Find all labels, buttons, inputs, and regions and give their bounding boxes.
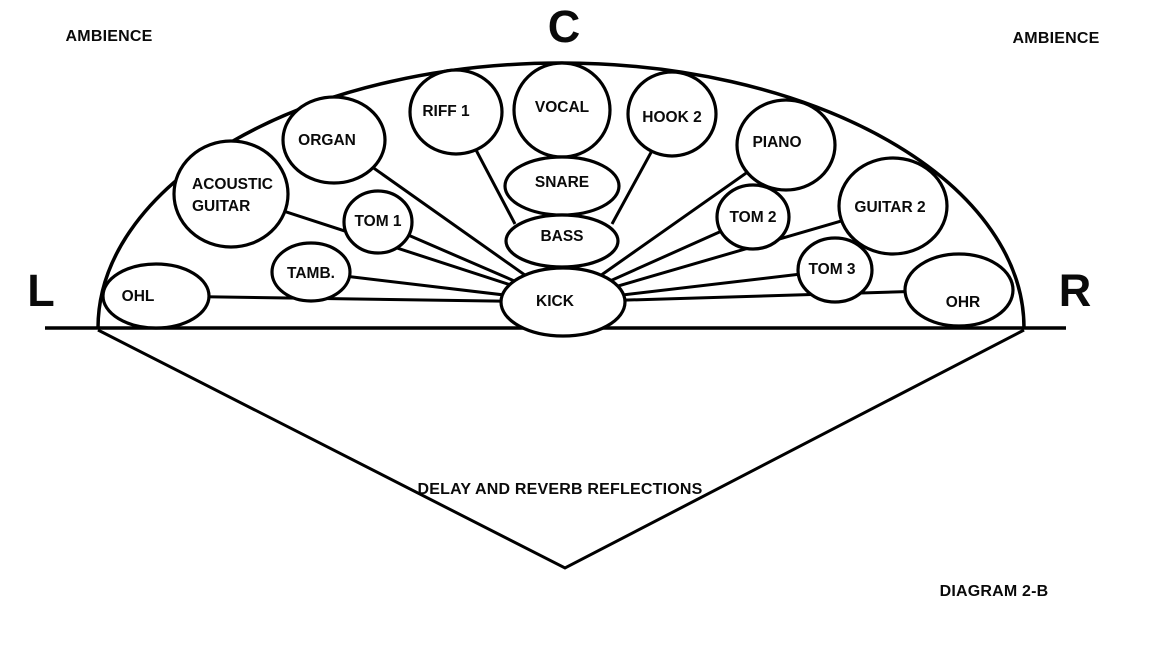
node-riff1: RIFF 1 <box>408 68 504 156</box>
node-vocal: VOCAL <box>512 61 612 159</box>
tamb-circle <box>270 241 352 303</box>
riff1-label: RIFF 1 <box>422 103 470 120</box>
reflections-label: DELAY AND REVERB REFLECTIONS <box>417 481 703 498</box>
ohl-circle <box>101 262 211 330</box>
hook2-label: HOOK 2 <box>642 109 701 126</box>
kick-circle <box>499 266 627 338</box>
acoustic_guitar-circle <box>172 139 290 249</box>
node-hook2: HOOK 2 <box>626 70 718 158</box>
node-acoustic_guitar: ACOUSTIC GUITAR <box>172 139 290 249</box>
ambience-label-left: AMBIENCE <box>65 28 153 45</box>
edge-kick-ohr <box>562 288 960 304</box>
node-guitar2: GUITAR 2 <box>837 156 949 256</box>
bass-label: BASS <box>540 228 583 245</box>
organ-circle <box>281 95 387 185</box>
node-kick: KICK <box>499 266 627 338</box>
tamb-label: TAMB. <box>287 265 335 282</box>
node-tom1: TOM 1 <box>342 189 414 255</box>
node-organ: ORGAN <box>281 95 387 185</box>
piano-label: PIANO <box>752 134 801 151</box>
nodes-layer: ACOUSTIC GUITAR ORGAN OHL TAMB. TOM 1 RIFF 1 VO… <box>101 61 1015 338</box>
node-snare: SNARE <box>503 155 621 217</box>
tom3-circle <box>796 236 874 304</box>
ambience-label-right: AMBIENCE <box>1012 30 1100 47</box>
node-piano: PIANO <box>735 98 837 192</box>
tom2-label: TOM 2 <box>729 209 776 226</box>
hook2-circle <box>626 70 718 158</box>
diagram-caption: DIAGRAM 2-B <box>939 583 1049 600</box>
node-bass: BASS <box>504 213 620 269</box>
guitar2-label: GUITAR 2 <box>854 199 925 216</box>
acoustic_guitar-label-line-2: GUITAR <box>192 198 250 215</box>
tom3-label: TOM 3 <box>808 261 855 278</box>
organ-label: ORGAN <box>298 132 356 149</box>
acoustic_guitar-label-line-1: ACOUSTIC <box>192 176 273 193</box>
right-channel-label: R <box>1058 265 1092 316</box>
edge-kick-ohl <box>155 294 564 304</box>
left-channel-label: L <box>27 265 55 316</box>
node-tom2: TOM 2 <box>715 183 791 251</box>
node-tom3: TOM 3 <box>796 236 874 304</box>
riff1-circle <box>408 68 504 156</box>
ohr-label: OHR <box>946 294 980 311</box>
node-ohr: OHR <box>903 252 1015 328</box>
node-ohl: OHL <box>101 262 211 330</box>
vocal-label: VOCAL <box>535 99 589 116</box>
reflection-v-lines <box>97 328 1025 570</box>
tom1-circle <box>342 189 414 255</box>
center-channel-label: C <box>547 1 581 52</box>
tom1-label: TOM 1 <box>354 213 401 230</box>
kick-label: KICK <box>536 293 575 310</box>
piano-circle <box>735 98 837 192</box>
ohr-circle <box>903 252 1015 328</box>
node-tamb: TAMB. <box>270 241 352 303</box>
guitar2-circle <box>837 156 949 256</box>
ohl-label: OHL <box>122 288 155 305</box>
snare-label: SNARE <box>535 174 589 191</box>
tom2-circle <box>715 183 791 251</box>
